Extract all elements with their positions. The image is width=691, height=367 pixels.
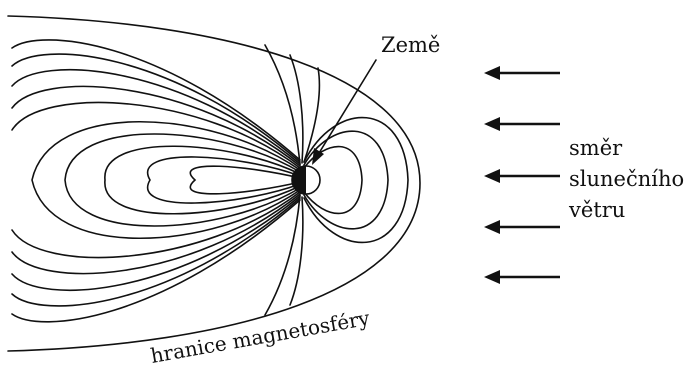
tail-field-lines (11, 39, 301, 323)
solar-wind-label-line1: směr (569, 136, 623, 160)
magnetosphere-boundary (7, 15, 421, 352)
wind-arrow-4 (484, 220, 560, 234)
polar-field-lines (264, 44, 321, 316)
boundary-label: hranice magnetosféry (149, 306, 372, 367)
solar-wind-label-line3: větru (568, 198, 625, 222)
solar-wind-arrows (484, 66, 560, 284)
wind-arrow-1 (484, 66, 560, 80)
wind-arrow-5 (484, 270, 560, 284)
wind-arrow-3 (484, 169, 560, 183)
dayside-field-lines (303, 116, 409, 244)
earth-label: Země (381, 33, 440, 57)
wind-arrow-2 (484, 117, 560, 131)
earth-icon (291, 165, 321, 195)
solar-wind-label-line2: slunečního (569, 167, 684, 191)
earth-pointer-arrowhead (312, 148, 324, 165)
earth-pointer-line (315, 59, 377, 159)
